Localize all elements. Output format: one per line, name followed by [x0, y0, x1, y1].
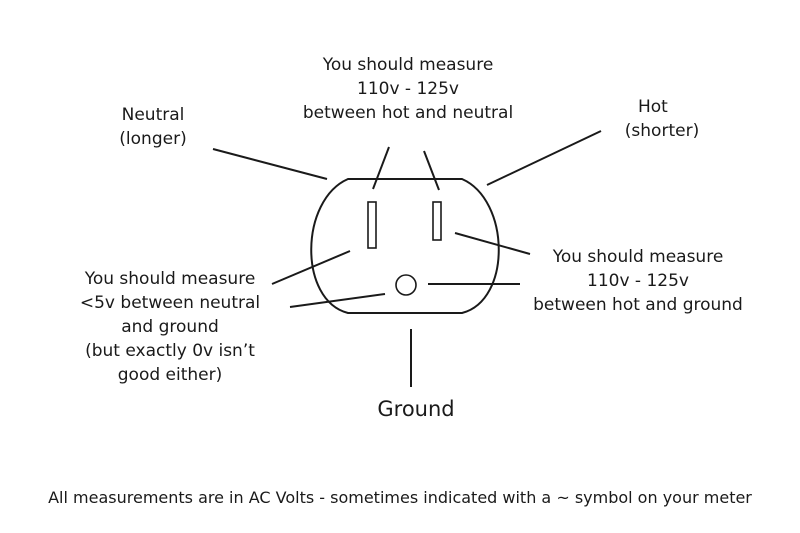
right-measure-line-hot [454, 232, 531, 255]
right-measure-line2: 110v - 125v [587, 271, 689, 291]
outlet-outline [310, 178, 500, 314]
left-measure-line3: and ground [121, 317, 219, 337]
top-measure-line2: 110v - 125v [357, 79, 459, 99]
left-measure-line4: (but exactly 0v isn’t [85, 341, 255, 361]
neutral-leader-line [212, 148, 328, 180]
right-measure-line3: between hot and ground [533, 295, 743, 315]
top-measure-line1: You should measure [322, 55, 494, 75]
footer-note: All measurements are in AC Volts - somet… [48, 488, 752, 507]
ground-label: Ground [377, 397, 455, 421]
hot-label-line2: (shorter) [624, 121, 700, 141]
top-measure-line3: between hot and neutral [302, 103, 514, 123]
left-measure-line5: good either) [117, 365, 223, 385]
left-measure-line1: You should measure [84, 269, 256, 289]
left-measure-line-ground [289, 293, 386, 308]
neutral-label-line1: Neutral [121, 105, 185, 125]
hot-leader-line [486, 130, 602, 186]
top-measure-line-right [423, 150, 440, 191]
hot-slot [432, 201, 442, 241]
ground-hole [395, 274, 417, 296]
left-measure-label: You should measure <5v between neutral a… [60, 267, 280, 387]
hot-label: Hot (shorter) [612, 95, 712, 143]
neutral-label: Neutral (longer) [98, 103, 208, 151]
right-measure-label: You should measure 110v - 125v between h… [508, 245, 768, 317]
neutral-slot [367, 201, 377, 249]
left-measure-line-neutral [271, 250, 351, 285]
neutral-label-line2: (longer) [119, 129, 187, 149]
left-measure-line2: <5v between neutral [79, 293, 261, 313]
top-measure-line-left [372, 146, 390, 190]
right-measure-line1: You should measure [552, 247, 724, 267]
top-measure-label: You should measure 110v - 125v between h… [283, 53, 533, 125]
hot-label-line1: Hot [638, 97, 668, 117]
